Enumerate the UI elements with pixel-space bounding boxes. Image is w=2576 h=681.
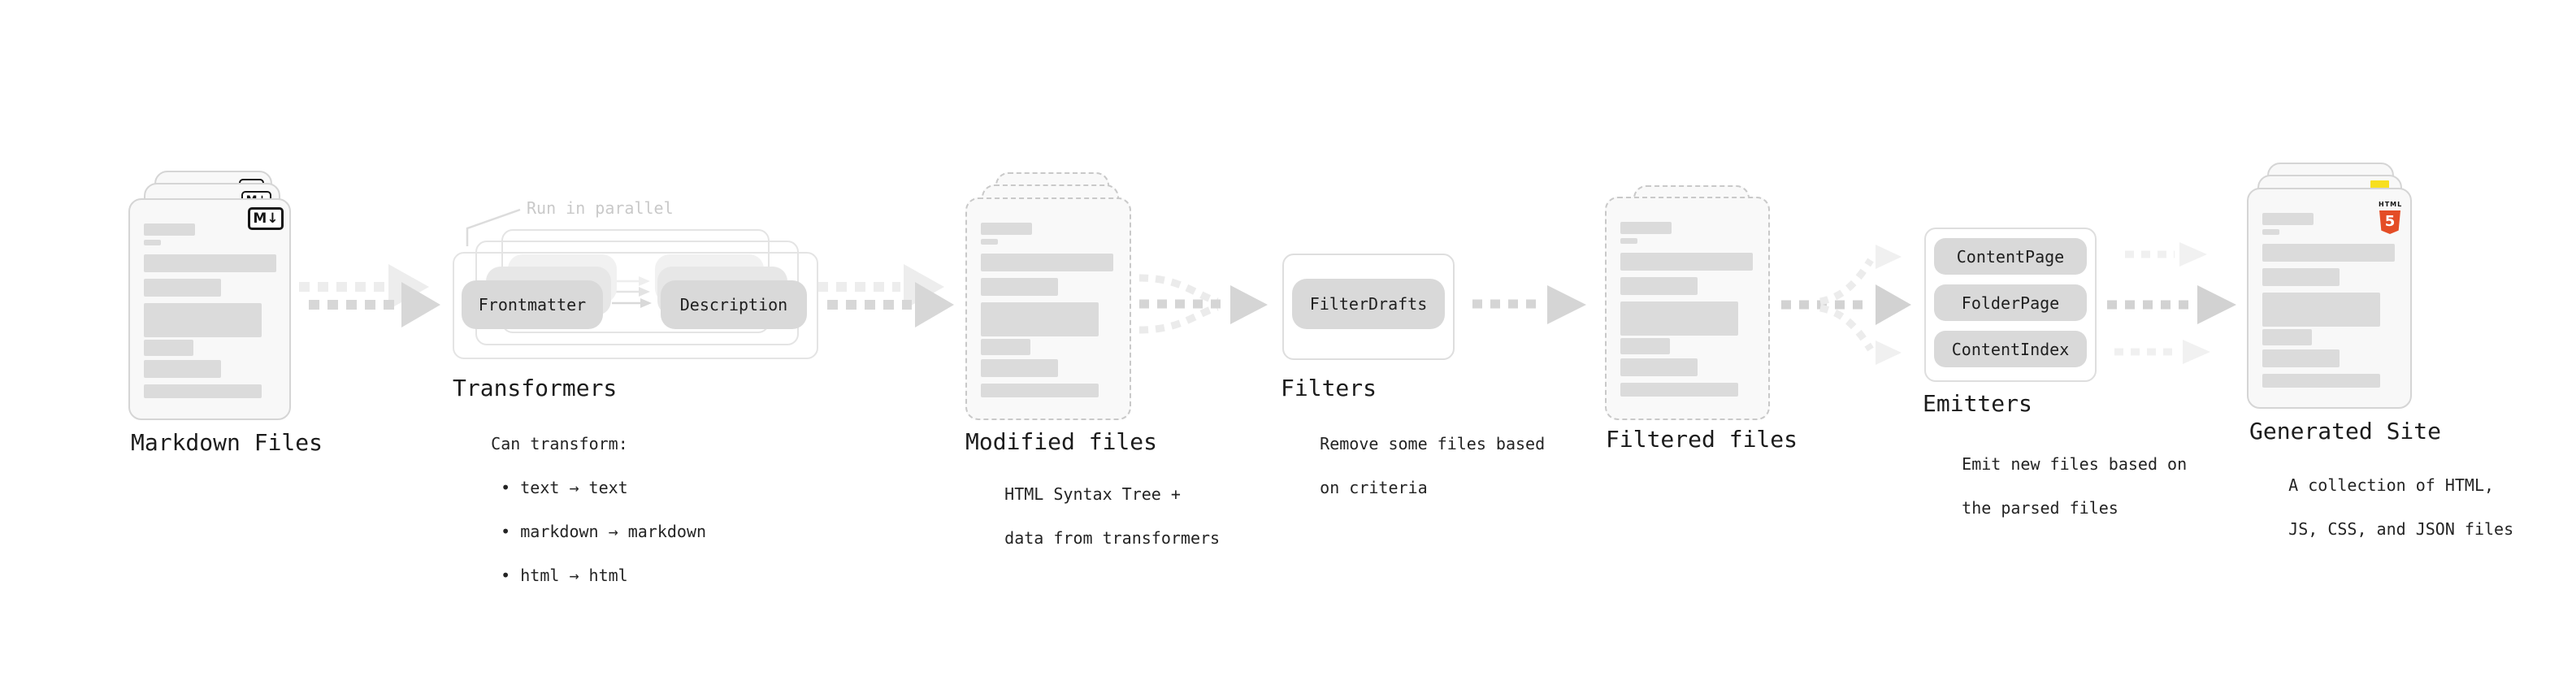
filters-sub-line: Remove some files based <box>1320 434 1546 453</box>
generated-site-description: A collection of HTML, JS, CSS, and JSON … <box>2249 453 2513 562</box>
generated-site-label: Generated Site <box>2249 418 2442 445</box>
arrow-filters-to-filtered <box>1472 285 1586 324</box>
transformers-bullet: • text → text <box>501 478 628 497</box>
modified-sub-line: HTML Syntax Tree + <box>1004 484 1181 504</box>
transformers-intro: Can transform: <box>491 434 628 453</box>
modified-files-label: Modified files <box>965 428 1158 455</box>
arrow-markdown-to-transformers <box>309 282 440 327</box>
emitters-sub-line: Emit new files based on <box>1962 454 2188 474</box>
generated-file-html: HTML 5 <box>2247 188 2412 409</box>
run-in-parallel-label: Run in parallel <box>527 198 674 218</box>
filtered-files-label: Filtered files <box>1606 426 1798 453</box>
transformers-bullet: • markdown → markdown <box>501 522 707 541</box>
emitters-pills: ContentPage FolderPage ContentIndex <box>1934 238 2087 367</box>
arrow-modified-to-filters <box>1138 274 1268 334</box>
html5-icon: HTML 5 <box>2379 194 2401 234</box>
transformers-description: Can transform: • text → text • markdown … <box>452 411 706 609</box>
arrow-transformers-to-modified-ghost <box>817 264 944 310</box>
transformers-bullet: • html → html <box>501 566 628 585</box>
arrow-emitters-to-generated <box>2107 242 2236 364</box>
markdown-icon: M↓ <box>248 207 284 230</box>
filters-label: Filters <box>1281 375 1377 401</box>
filtered-file-front <box>1605 197 1770 420</box>
parallel-run-arrows <box>612 276 652 308</box>
emitters-label: Emitters <box>1923 390 2032 417</box>
description-pill: Description <box>661 280 807 329</box>
document-placeholder-lines <box>1620 198 1753 397</box>
generated-sub-line: JS, CSS, and JSON files <box>2288 519 2514 539</box>
run-in-parallel-callout-line <box>466 208 521 246</box>
emitters-sub-line: the parsed files <box>1962 498 2118 518</box>
document-placeholder-lines <box>981 199 1113 397</box>
arrow-transformers-to-modified <box>827 282 954 327</box>
markdown-files-label: Markdown Files <box>131 429 323 456</box>
emitters-description: Emit new files based on the parsed files <box>1923 432 2187 541</box>
markdown-file-front: M↓ <box>128 198 291 420</box>
frontmatter-pill: Frontmatter <box>462 280 603 329</box>
document-placeholder-lines <box>2262 189 2395 388</box>
html5-icon-word: HTML <box>2379 201 2403 208</box>
modified-files-description: HTML Syntax Tree + data from transformer… <box>965 462 1220 571</box>
contentindex-pill: ContentIndex <box>1934 331 2087 367</box>
contentpage-pill: ContentPage <box>1934 238 2087 275</box>
folderpage-pill: FolderPage <box>1934 284 2087 321</box>
transformers-label: Transformers <box>453 375 618 401</box>
filters-sub-line: on criteria <box>1320 478 1428 497</box>
filterdrafts-pill: FilterDrafts <box>1292 279 1445 329</box>
arrow-filtered-to-emitters <box>1781 245 1911 365</box>
filters-description: Remove some files based on criteria <box>1281 411 1545 521</box>
html5-icon-shield: 5 <box>2379 210 2400 234</box>
generated-sub-line: A collection of HTML, <box>2288 475 2495 495</box>
modified-file-front <box>965 197 1131 420</box>
transformers-box-front <box>453 252 818 359</box>
document-placeholder-lines <box>144 200 276 398</box>
modified-sub-line: data from transformers <box>1004 528 1221 548</box>
js-icon <box>2370 180 2389 189</box>
